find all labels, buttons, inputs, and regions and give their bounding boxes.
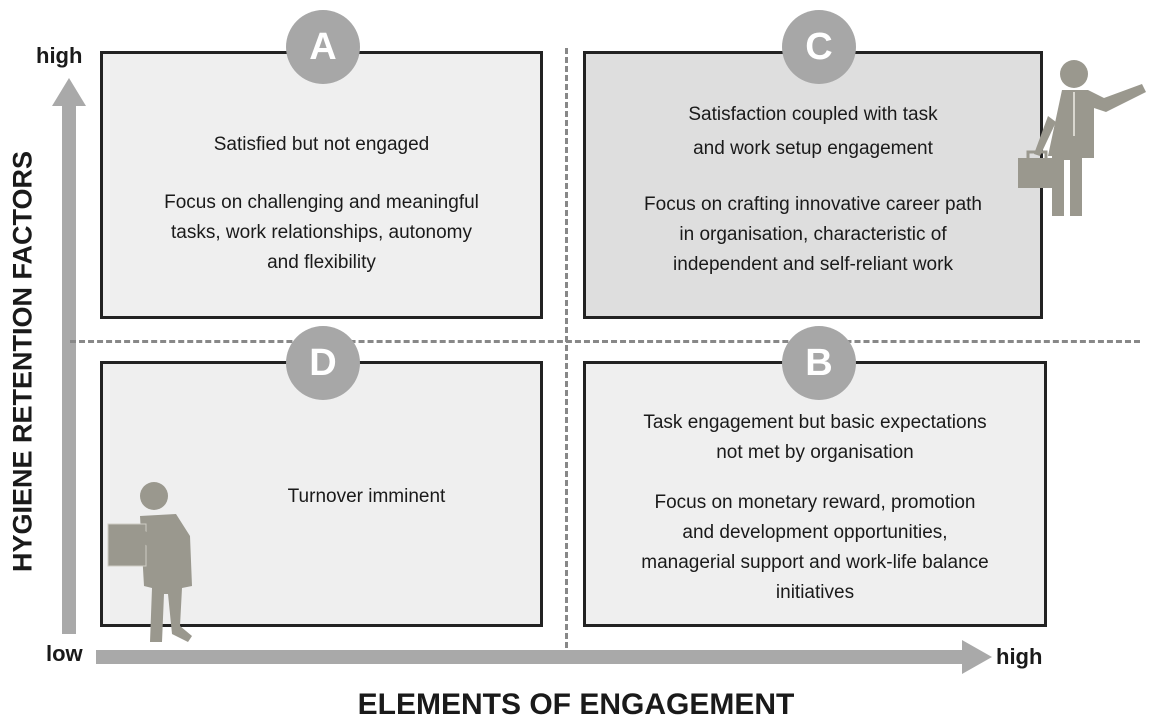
y-axis-title: HYGIENE RETENTION FACTORS xyxy=(7,150,38,573)
quadrant-c-state-2: and work setup engagement xyxy=(693,138,933,159)
quadrant-b-focus-2: and development opportunities, xyxy=(682,522,948,543)
quadrant-c-state-1: Satisfaction coupled with task xyxy=(688,104,938,125)
quadrant-c-focus-1: Focus on crafting innovative career path xyxy=(644,194,982,215)
quadrant-a-state: Satisfied but not engaged xyxy=(213,134,430,155)
quadrant-c-focus-2: in organisation, characteristic of xyxy=(679,224,947,245)
person-carrying-box-icon xyxy=(107,482,192,642)
quadrant-b: Task engagement but basic expectations n… xyxy=(583,361,1047,627)
quadrant-b-focus-1: Focus on monetary reward, promotion xyxy=(654,492,976,513)
businessman-pointing-icon xyxy=(1018,60,1146,216)
y-axis-arrow xyxy=(52,78,86,634)
badge-b: B xyxy=(782,326,856,400)
quadrant-d-state: Turnover imminent xyxy=(287,486,446,507)
quadrant-a: Satisfied but not engaged Focus on chall… xyxy=(100,51,543,319)
x-axis-title: ELEMENTS OF ENGAGEMENT xyxy=(357,688,795,721)
badge-c: C xyxy=(782,10,856,84)
y-high-label: high xyxy=(36,43,83,68)
quadrant-a-focus-3: and flexibility xyxy=(267,252,376,273)
quadrant-c-focus-3: independent and self-reliant work xyxy=(673,254,953,275)
horizontal-divider xyxy=(70,340,1140,343)
quadrant-c: Satisfaction coupled with task and work … xyxy=(583,51,1043,319)
quadrant-a-focus-1: Focus on challenging and meaningful xyxy=(164,192,479,213)
x-axis-arrow xyxy=(96,640,992,674)
quadrant-b-state-2: not met by organisation xyxy=(716,442,914,463)
quadrant-b-focus-3: managerial support and work-life balance xyxy=(641,552,989,573)
quadrant-b-focus-4: initiatives xyxy=(775,582,855,603)
quadrant-a-focus-2: tasks, work relationships, autonomy xyxy=(171,222,472,243)
vertical-divider xyxy=(565,48,568,648)
badge-a: A xyxy=(286,10,360,84)
quadrant-b-state-1: Task engagement but basic expectations xyxy=(643,412,987,433)
badge-d: D xyxy=(286,326,360,400)
x-high-label: high xyxy=(996,644,1043,669)
origin-low-label: low xyxy=(46,641,83,666)
